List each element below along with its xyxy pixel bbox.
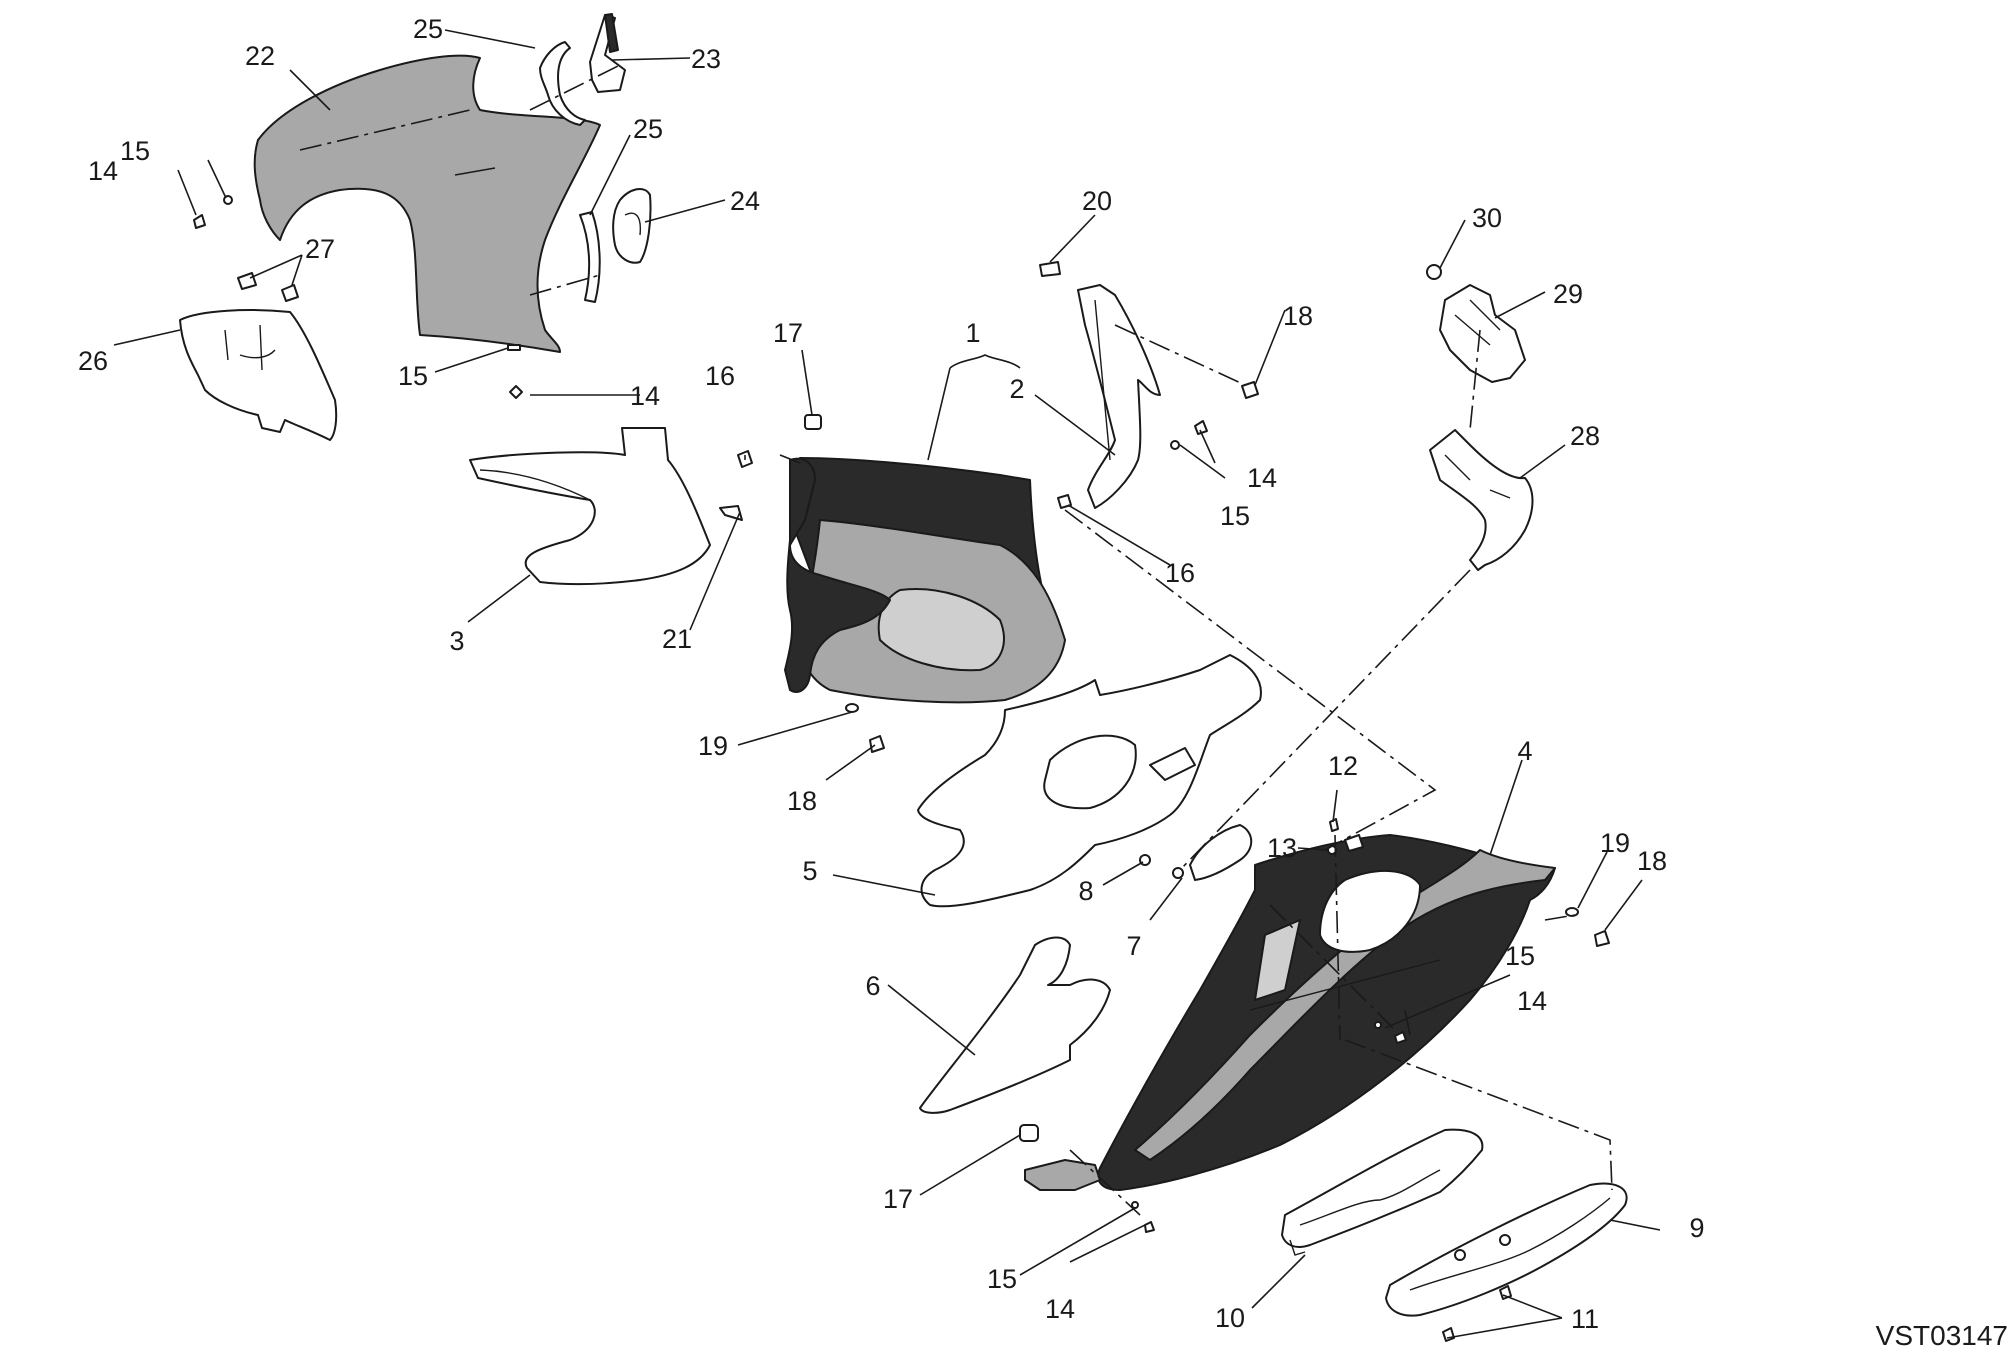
callout-4: 4 <box>1517 736 1532 766</box>
fastener-30 <box>1426 264 1442 280</box>
callout-24: 24 <box>730 186 760 216</box>
part-25-upper-strip <box>539 41 586 126</box>
fastener-19 <box>845 703 859 713</box>
fastener-14 <box>1394 1031 1407 1044</box>
callout-6: 6 <box>865 971 880 1001</box>
fastener-15 <box>507 344 521 351</box>
part-5-inner-panel <box>917 654 1262 908</box>
callout-10: 10 <box>1215 1303 1245 1333</box>
fastener-14 <box>1194 420 1208 435</box>
part-24-deflector <box>612 188 652 264</box>
assembly-lines <box>529 64 1613 1216</box>
callout-18: 18 <box>1637 846 1667 876</box>
callout-14: 14 <box>1045 1294 1075 1324</box>
fastener-15 <box>1374 1021 1382 1029</box>
fasteners <box>193 195 1610 1342</box>
fastener-27 <box>281 284 299 302</box>
callout-27: 27 <box>305 234 335 264</box>
diagram-code: VST03147 <box>1876 1320 2008 1351</box>
callout-18: 18 <box>1283 301 1313 331</box>
part-28-bracket <box>1429 429 1534 571</box>
fastener-15 <box>1170 440 1180 450</box>
part-6-deflector <box>919 936 1111 1114</box>
part-lower-plate <box>1024 1159 1101 1191</box>
callout-18: 18 <box>787 786 817 816</box>
callout-20: 20 <box>1082 186 1112 216</box>
fastener-14 <box>1144 1221 1155 1233</box>
callout-2: 2 <box>1009 374 1024 404</box>
callout-1: 1 <box>965 318 980 348</box>
callout-29: 29 <box>1553 279 1583 309</box>
callout-9: 9 <box>1689 1213 1704 1243</box>
callout-5: 5 <box>802 856 817 886</box>
callout-23: 23 <box>691 44 721 74</box>
fastener-17 <box>804 414 822 430</box>
callout-14: 14 <box>1517 986 1547 1016</box>
callout-15: 15 <box>120 136 150 166</box>
fastener-18 <box>1241 381 1259 399</box>
callout-12: 12 <box>1328 751 1358 781</box>
fastener-19 <box>1565 907 1579 917</box>
callout-15: 15 <box>1505 941 1535 971</box>
callout-11: 11 <box>1571 1304 1599 1334</box>
fastener-18 <box>869 735 885 753</box>
callout-15: 15 <box>987 1264 1017 1294</box>
callout-28: 28 <box>1570 421 1600 451</box>
callout-3: 3 <box>449 626 464 656</box>
fastener-11 <box>1442 1327 1455 1342</box>
part-1-front-fairing <box>784 457 1066 704</box>
part-26-duct <box>179 309 338 441</box>
callout-14: 14 <box>88 156 118 186</box>
callout-17: 17 <box>883 1184 913 1214</box>
callout-19: 19 <box>1600 828 1630 858</box>
callout-21: 21 <box>662 624 692 654</box>
callout-7: 7 <box>1126 931 1141 961</box>
callout-19: 19 <box>698 731 728 761</box>
fastener-14 <box>193 214 206 229</box>
fastener-12 <box>1329 818 1339 832</box>
fastener-27 <box>237 272 257 290</box>
callout-26: 26 <box>78 346 108 376</box>
part-21-clip <box>719 505 743 521</box>
callout-15: 15 <box>1220 501 1250 531</box>
part-3-side-panel <box>469 427 711 586</box>
callout-14: 14 <box>1247 463 1277 493</box>
part-22-upper-fairing <box>253 54 601 353</box>
part-25-lower-strip <box>579 211 601 303</box>
callout-16: 16 <box>1165 558 1195 588</box>
fastener-15 <box>1131 1201 1139 1209</box>
leader-lines <box>113 29 1661 1339</box>
callout-13: 13 <box>1267 833 1297 863</box>
fastener-16 <box>1057 494 1072 509</box>
callout-14: 14 <box>630 381 660 411</box>
callout-17: 17 <box>773 318 803 348</box>
part-9-grill <box>1385 1182 1628 1317</box>
fastener-18 <box>1594 930 1610 947</box>
callout-15: 15 <box>398 361 428 391</box>
callout-labels: 1 2 3 4 5 6 7 8 9 10 11 12 13 14 14 14 1… <box>78 14 2008 1351</box>
callout-30: 30 <box>1472 203 1502 233</box>
part-10-grill <box>1281 1128 1484 1256</box>
callout-8: 8 <box>1078 876 1093 906</box>
part-4-lower-fairing <box>1097 834 1556 1191</box>
callout-25: 25 <box>413 14 443 44</box>
fastener-14 <box>509 385 523 399</box>
part-29-bracket <box>1439 284 1526 383</box>
part-7-bracket <box>1172 824 1253 881</box>
fastener-13-clip <box>1344 834 1364 852</box>
part-20-clip <box>1039 261 1061 277</box>
part-2-bracket <box>1077 284 1161 509</box>
callout-22: 22 <box>245 41 275 71</box>
callout-25: 25 <box>633 114 663 144</box>
callout-16: 16 <box>705 361 735 391</box>
part-23-bracket <box>589 13 626 93</box>
fastener-17 <box>1019 1124 1039 1142</box>
